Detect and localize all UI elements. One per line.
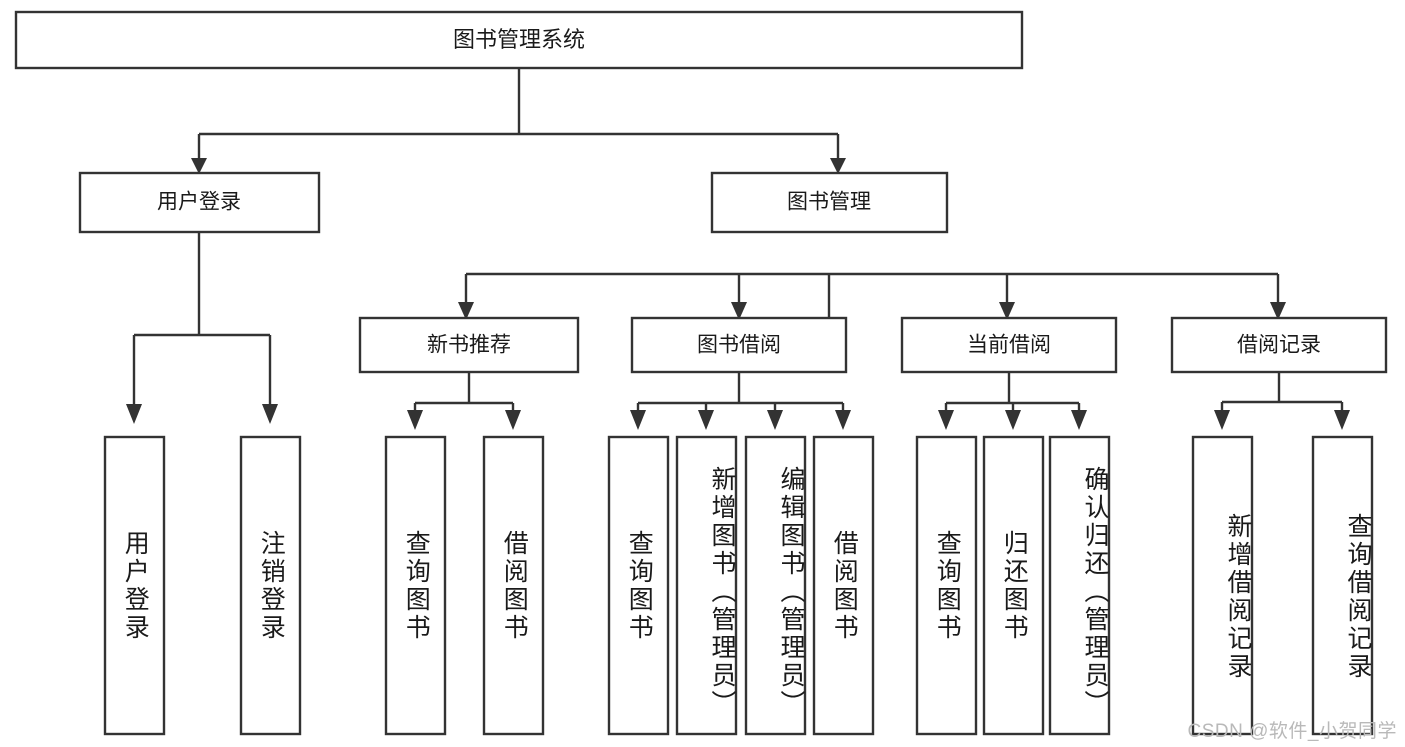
node-borrow-record-label: 借阅记录	[1237, 334, 1321, 357]
leaf-box-layer	[103, 435, 1374, 736]
node-root-box[interactable]	[14, 10, 1024, 70]
arrow-to-new-book-recommend	[458, 302, 474, 320]
leaf-logout-login-box[interactable]	[239, 435, 302, 736]
node-book-borrow-label: 图书借阅	[697, 334, 781, 357]
node-new-book-recommend-box[interactable]	[358, 316, 580, 374]
arrow-to-leaf-add-record	[1214, 410, 1230, 430]
node-book-management-box[interactable]	[710, 171, 949, 234]
node-user-login-label: 用户登录	[157, 191, 241, 214]
leaf-add-record-box[interactable]	[1191, 435, 1254, 736]
connector-layer	[126, 68, 1350, 430]
arrow-to-leaf-confirm-return	[1071, 410, 1087, 430]
leaf-borrow-book-2-box[interactable]	[812, 435, 875, 736]
arrow-to-book-management	[830, 158, 846, 174]
leaf-query-record-box[interactable]	[1311, 435, 1374, 736]
arrow-to-book-borrow	[731, 302, 747, 320]
node-current-borrow-box[interactable]	[900, 316, 1118, 374]
connector-borrowrecord-to-leaves	[1220, 372, 1344, 412]
arrow-to-current-borrow	[999, 302, 1015, 320]
leaf-borrow-book-1-box[interactable]	[482, 435, 545, 736]
node-book-borrow[interactable]: 图书借阅	[630, 316, 848, 374]
leaf-add-book-box[interactable]	[675, 435, 738, 736]
connector-newbook-to-leaves	[413, 372, 515, 412]
node-new-book-recommend-label: 新书推荐	[427, 334, 511, 357]
leaf-query-book-1-box[interactable]	[384, 435, 447, 736]
leaf-query-book-2-box[interactable]	[607, 435, 670, 736]
connector-currentborrow-to-leaves	[944, 372, 1081, 412]
arrow-to-leaf-add-book	[698, 410, 714, 430]
watermark-text: CSDN @软件_小贺同学	[1187, 721, 1397, 742]
node-new-book-recommend[interactable]: 新书推荐	[358, 316, 580, 374]
arrow-to-leaf-return-book	[1005, 410, 1021, 430]
node-current-borrow[interactable]: 当前借阅	[900, 316, 1118, 374]
node-book-management-label: 图书管理	[787, 191, 871, 214]
arrow-to-leaf-logout-login	[262, 404, 278, 424]
node-book-borrow-box[interactable]	[630, 316, 848, 374]
arrow-to-leaf-borrow-book-2	[835, 410, 851, 430]
arrow-to-leaf-query-book-2	[630, 410, 646, 430]
leaf-return-book-box[interactable]	[982, 435, 1045, 736]
arrow-to-leaf-edit-book	[767, 410, 783, 430]
leaf-query-book-3-box[interactable]	[915, 435, 978, 736]
connector-bookmgmt-to-level3	[464, 272, 1280, 372]
arrow-to-leaf-query-book-3	[938, 410, 954, 430]
arrow-to-leaf-borrow-book-1	[505, 410, 521, 430]
connector-bookborrow-to-leaves	[636, 372, 845, 412]
leaf-edit-book-box[interactable]	[744, 435, 807, 736]
leaf-confirm-return-box[interactable]	[1048, 435, 1111, 736]
arrow-to-leaf-query-book-1	[407, 410, 423, 430]
node-user-login[interactable]: 用户登录	[78, 171, 321, 234]
connector-userlogin-to-leaves	[132, 232, 272, 406]
arrow-to-leaf-user-login	[126, 404, 142, 424]
connector-root-to-level2	[197, 68, 840, 160]
arrow-to-borrow-record	[1270, 302, 1286, 320]
node-borrow-record-box[interactable]	[1170, 316, 1388, 374]
node-current-borrow-label: 当前借阅	[967, 334, 1051, 357]
leaf-user-login-box[interactable]	[103, 435, 166, 736]
arrow-to-user-login	[191, 158, 207, 174]
node-root-label: 图书管理系统	[453, 27, 585, 52]
node-borrow-record[interactable]: 借阅记录	[1170, 316, 1388, 374]
node-user-login-box[interactable]	[78, 171, 321, 234]
node-root[interactable]: 图书管理系统	[14, 10, 1024, 70]
node-book-management[interactable]: 图书管理	[710, 171, 949, 234]
arrow-to-leaf-query-record	[1334, 410, 1350, 430]
